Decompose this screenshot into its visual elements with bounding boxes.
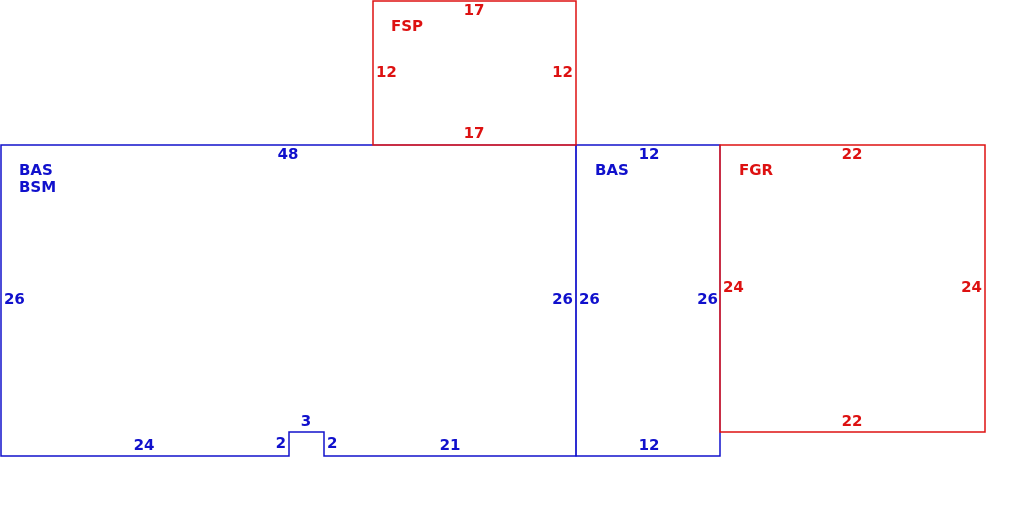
main-dim-bottom-left: 24: [134, 436, 155, 454]
main-dim-notch-right: 2: [327, 434, 337, 452]
porch-area-code: FSP: [391, 17, 423, 35]
main-dim-right: 26: [552, 290, 573, 308]
porch-dim-left: 12: [376, 63, 397, 81]
addition-dim-bottom: 12: [639, 436, 660, 454]
garage-area-outline: [719, 144, 986, 433]
porch-dim-top: 17: [464, 1, 485, 19]
main-area-code-bas: BAS: [19, 161, 53, 179]
addition-area: BAS 12 26 26 12: [575, 144, 721, 457]
main-area: BAS BSM 48 26 26 24 2 3 2 21: [0, 144, 577, 457]
main-dim-notch-top: 3: [301, 412, 311, 430]
garage-dim-left: 24: [723, 278, 744, 296]
addition-dim-top: 12: [639, 145, 660, 163]
main-dim-notch-left: 2: [276, 434, 286, 452]
garage-dim-right: 24: [961, 278, 982, 296]
main-dim-top: 48: [278, 145, 299, 163]
main-dim-bottom-right: 21: [440, 436, 461, 454]
garage-area-code: FGR: [739, 161, 774, 179]
addition-dim-right: 26: [697, 290, 718, 308]
garage-dim-top: 22: [842, 145, 863, 163]
porch-area-outline: [372, 0, 577, 146]
addition-dim-left: 26: [579, 290, 600, 308]
main-area-outline: [0, 144, 577, 457]
main-dim-left: 26: [4, 290, 25, 308]
garage-area: FGR 22 24 24 22: [719, 144, 986, 433]
addition-area-code: BAS: [595, 161, 629, 179]
porch-dim-bottom: 17: [464, 124, 485, 142]
porch-dim-right: 12: [552, 63, 573, 81]
porch-area: FSP 17 12 12 17: [372, 0, 577, 146]
garage-dim-bottom: 22: [842, 412, 863, 430]
main-area-code-bsm: BSM: [19, 178, 56, 196]
